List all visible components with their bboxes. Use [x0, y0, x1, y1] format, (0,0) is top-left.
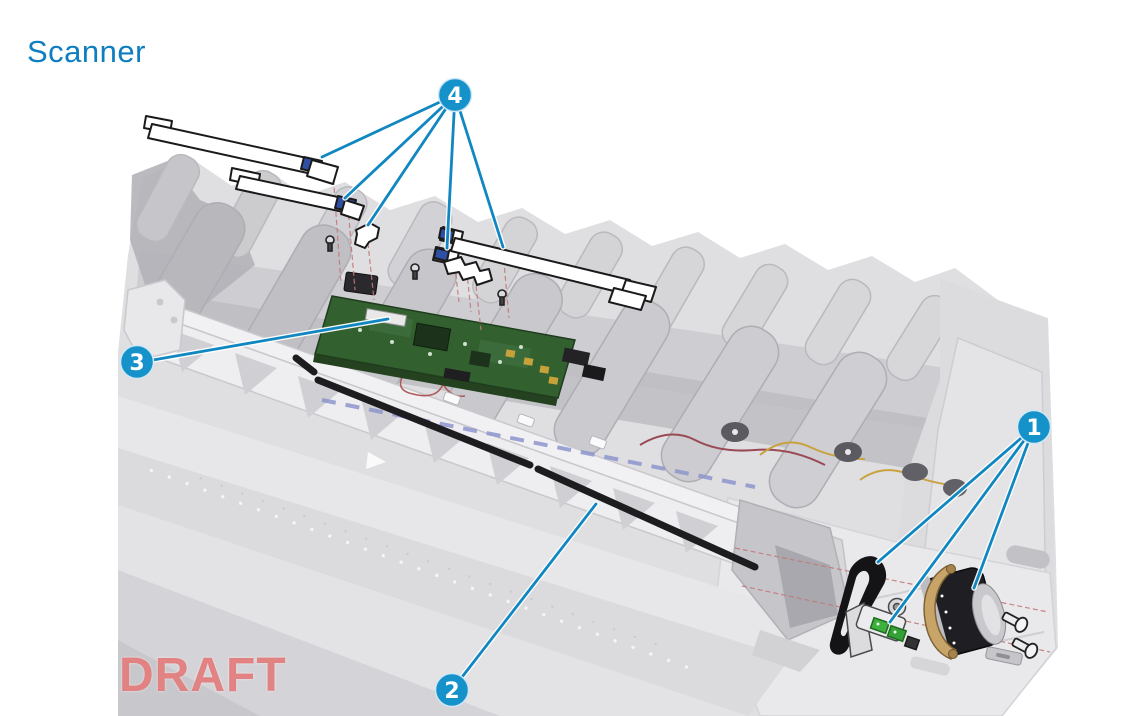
callout-3-label: 3 [129, 351, 144, 376]
platen-bands [118, 396, 790, 716]
callout-3: 3 [119, 344, 155, 380]
draft-watermark: DRAFT [119, 649, 287, 702]
callout-2: 2 [434, 672, 470, 708]
wire-harness [321, 371, 967, 497]
scanner-motor [919, 564, 1023, 666]
drive-cable-rod [292, 354, 759, 571]
callout-lines [151, 93, 1036, 692]
callout-4-label: 4 [447, 84, 462, 109]
callout-1-label: 1 [1026, 416, 1041, 441]
callout-4: 4 [437, 77, 473, 113]
mounting-screws [1001, 611, 1039, 659]
callout-2-label: 2 [444, 679, 459, 704]
encoder-sensor-assembly [845, 597, 921, 659]
calibration-strips [143, 115, 657, 311]
strip-screws [325, 235, 507, 306]
callout-1: 1 [1016, 409, 1052, 445]
page-title: Scanner [27, 33, 146, 69]
